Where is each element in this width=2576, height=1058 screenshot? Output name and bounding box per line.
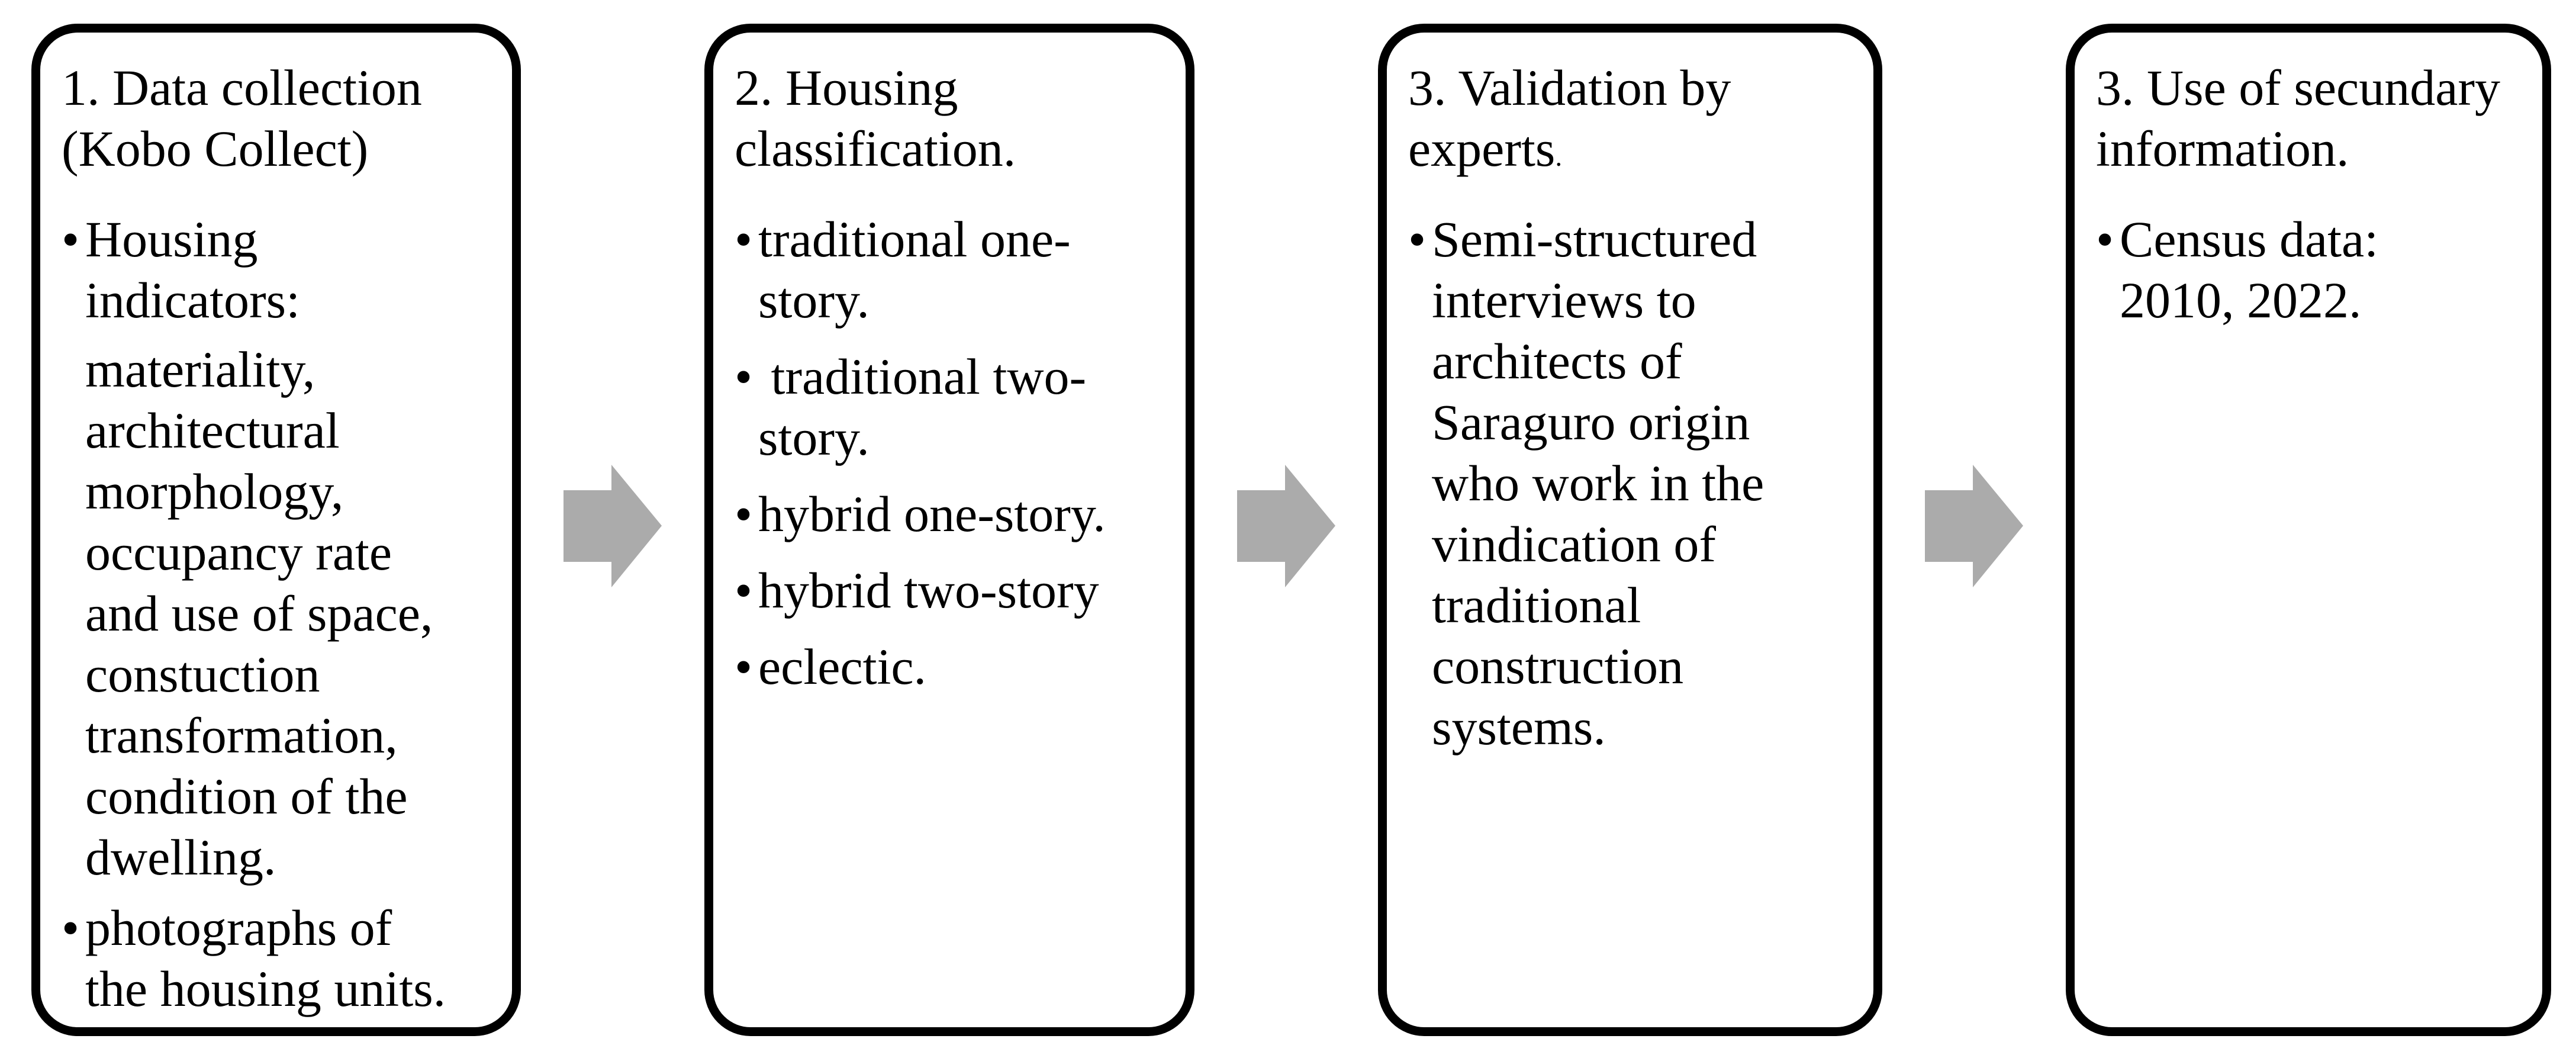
right-arrow-icon bbox=[1925, 464, 2023, 587]
box-title-text: 1. Data collection (Kobo Collect) bbox=[62, 59, 422, 177]
right-arrow-icon bbox=[1237, 464, 1335, 587]
bullet-item: • Housing indicators: bbox=[62, 209, 503, 331]
bullet-item: • hybrid one-story. bbox=[735, 484, 1177, 545]
bullet-marker: • bbox=[735, 638, 753, 695]
bullet-item: • photographs of the housing units. bbox=[62, 898, 503, 1020]
bullet-item: • eclectic. bbox=[735, 636, 1177, 697]
bullet-marker: • bbox=[735, 562, 753, 619]
step-box-1: 1. Data collection (Kobo Collect) • Hous… bbox=[31, 24, 521, 1036]
box-title: 3. Validation by experts. bbox=[1408, 57, 1865, 188]
bullet-text: hybrid one-story. bbox=[758, 485, 1106, 542]
bullet-text: Semi-structured interviews to architects… bbox=[1432, 211, 1764, 755]
bullet-marker: • bbox=[2096, 211, 2114, 268]
box-title: 1. Data collection (Kobo Collect) bbox=[62, 57, 503, 188]
bullet-marker: • bbox=[62, 899, 80, 956]
bullet-item: • Semi-structured interviews to architec… bbox=[1408, 209, 1865, 758]
bullet-item: • traditional two- story. bbox=[735, 346, 1177, 468]
box-title-text: 3. Use of secundary information. bbox=[2096, 59, 2501, 177]
bullet-text: hybrid two-story bbox=[758, 562, 1099, 619]
bullet-text: materiality, architectural morphology, o… bbox=[85, 341, 433, 886]
bullet-text: eclectic. bbox=[758, 638, 927, 695]
arrow-gap bbox=[1194, 24, 1378, 1036]
arrow-gap bbox=[1882, 24, 2066, 1036]
step-box-4: 3. Use of secundary information. • Censu… bbox=[2066, 24, 2551, 1036]
bullet-text: Census data: 2010, 2022. bbox=[2120, 211, 2379, 329]
box-title: 3. Use of secundary information. bbox=[2096, 57, 2533, 188]
bullet-marker: • bbox=[735, 348, 753, 405]
bullet-marker: • bbox=[735, 211, 753, 268]
step-box-3: 3. Validation by experts. • Semi-structu… bbox=[1378, 24, 1882, 1036]
bullet-marker bbox=[62, 339, 85, 888]
bullet-text: traditional two- story. bbox=[758, 348, 1087, 466]
bullet-text: traditional one- story. bbox=[758, 211, 1071, 329]
bullet-text: Housing indicators: bbox=[85, 211, 301, 329]
arrow-gap bbox=[521, 24, 704, 1036]
right-arrow-icon bbox=[564, 464, 662, 587]
step-box-2: 2. Housing classification. • traditional… bbox=[704, 24, 1194, 1036]
bullet-item: • Census data: 2010, 2022. bbox=[2096, 209, 2533, 331]
bullet-item: materiality, architectural morphology, o… bbox=[62, 339, 503, 888]
bullet-marker: • bbox=[735, 485, 753, 542]
bullet-marker: • bbox=[62, 211, 80, 268]
bullet-item: • traditional one- story. bbox=[735, 209, 1177, 331]
bullet-item: • hybrid two-story bbox=[735, 560, 1177, 621]
box-title: 2. Housing classification. bbox=[735, 57, 1177, 188]
box-title-text: 2. Housing classification. bbox=[735, 59, 1016, 177]
box-title-period: . bbox=[1555, 142, 1563, 172]
bullet-marker: • bbox=[1408, 211, 1427, 268]
box-title-text: 3. Validation by experts bbox=[1408, 59, 1731, 177]
bullet-text: photographs of the housing units. bbox=[85, 899, 446, 1017]
